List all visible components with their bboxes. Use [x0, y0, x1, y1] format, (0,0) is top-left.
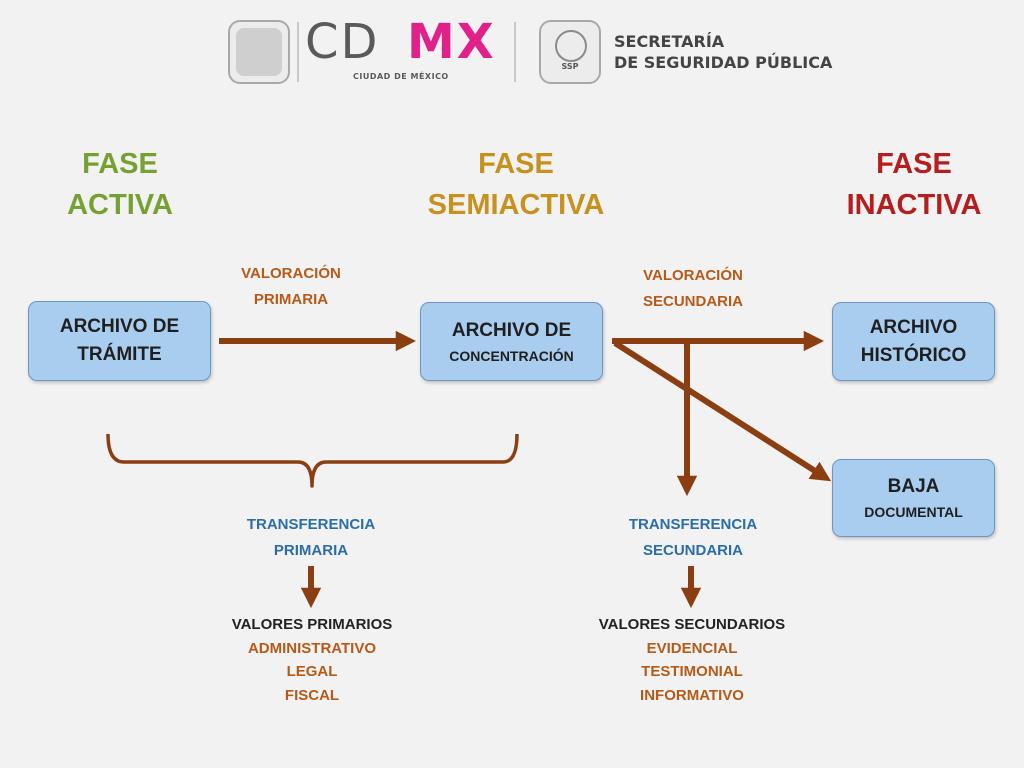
arrow-concentracion-to-baja: [613, 340, 832, 482]
node-baja-documental: BAJA DOCUMENTAL: [832, 459, 995, 537]
label-valoracion-primaria: VALORACIÓN PRIMARIA: [211, 261, 371, 313]
node-concentracion-line2: CONCENTRACIÓN: [449, 347, 574, 364]
valores-primarios-item: ADMINISTRATIVO: [247, 639, 377, 657]
ssp-title-line2: DE SEGURIDAD PÚBLICA: [614, 53, 833, 72]
valores-secundarios-title: VALORES SECUNDARIOS: [598, 616, 786, 633]
node-baja-line2: DOCUMENTAL: [864, 504, 963, 520]
node-archivo-concentracion: ARCHIVO DE CONCENTRACIÓN: [420, 302, 603, 381]
transferencia-secundaria-line1: TRANSFERENCIA: [628, 516, 758, 533]
valores-secundarios-list: VALORES SECUNDARIOS EVIDENCIAL TESTIMONI…: [572, 613, 812, 707]
phase-brace: [106, 433, 519, 488]
valores-primarios-item: LEGAL: [286, 663, 338, 680]
header-divider: [297, 22, 299, 82]
cdmx-emblem-icon: [228, 20, 290, 84]
phase-activa-line1: FASE: [82, 148, 158, 180]
node-historico-line1: ARCHIVO: [869, 316, 958, 338]
eagle-emblem-icon: [236, 28, 282, 76]
node-archivo-tramite: ARCHIVO DE TRÁMITE: [28, 301, 211, 381]
ssp-badge-icon: SSP: [539, 20, 601, 84]
ssp-badge-label: SSP: [561, 62, 579, 71]
transferencia-primaria-line1: TRANSFERENCIA: [246, 516, 376, 533]
cdmx-logo-mx: MX: [407, 14, 496, 70]
node-tramite-line1: ARCHIVO DE: [59, 316, 180, 337]
phase-activa: FASE ACTIVA: [40, 144, 200, 226]
label-transferencia-secundaria: TRANSFERENCIA SECUNDARIA: [598, 512, 788, 564]
label-valoracion-secundaria: VALORACIÓN SECUNDARIA: [603, 263, 783, 315]
header-divider: [514, 22, 516, 82]
cdmx-subtitle: CIUDAD DE MÉXICO: [353, 72, 449, 81]
valoracion-secundaria-line1: VALORACIÓN: [643, 267, 743, 284]
phase-inactiva-line2: INACTIVA: [846, 189, 982, 221]
label-transferencia-primaria: TRANSFERENCIA PRIMARIA: [216, 512, 406, 564]
node-historico-line2: HISTÓRICO: [860, 344, 967, 366]
phase-semiactiva: FASE SEMIACTIVA: [400, 144, 632, 226]
phase-semiactiva-line2: SEMIACTIVA: [427, 189, 605, 221]
ssp-seal-icon: [555, 30, 587, 62]
phase-activa-line2: ACTIVA: [67, 189, 173, 221]
valores-primarios-list: VALORES PRIMARIOS ADMINISTRATIVO LEGAL F…: [196, 613, 428, 707]
valores-secundarios-item: EVIDENCIAL: [646, 639, 738, 657]
valores-primarios-title: VALORES PRIMARIOS: [231, 616, 393, 633]
valores-primarios-item: FISCAL: [284, 686, 340, 704]
cdmx-logo: CD MX CIUDAD DE MÉXICO: [305, 14, 505, 84]
ssp-title: SECRETARÍA DE SEGURIDAD PÚBLICA: [614, 31, 832, 73]
phase-inactiva-line1: FASE: [876, 148, 952, 180]
cdmx-logo-cd: CD: [305, 14, 380, 70]
transferencia-primaria-line2: PRIMARIA: [273, 542, 349, 559]
node-archivo-historico: ARCHIVO HISTÓRICO: [832, 302, 995, 381]
ssp-title-line1: SECRETARÍA: [614, 32, 725, 51]
phase-inactiva: FASE INACTIVA: [824, 144, 1004, 226]
phase-semiactiva-line1: FASE: [478, 148, 554, 180]
node-tramite-line2: TRÁMITE: [77, 344, 162, 365]
node-baja-line1: BAJA: [887, 476, 940, 497]
transferencia-secundaria-line2: SECUNDARIA: [642, 542, 743, 559]
valoracion-primaria-line1: VALORACIÓN: [241, 265, 341, 282]
node-concentracion-line1: ARCHIVO DE: [451, 319, 572, 341]
valoracion-primaria-line2: PRIMARIA: [253, 291, 329, 308]
valores-secundarios-item: INFORMATIVO: [640, 686, 744, 704]
valores-secundarios-item: TESTIMONIAL: [641, 663, 743, 680]
valoracion-secundaria-line2: SECUNDARIA: [642, 293, 743, 310]
